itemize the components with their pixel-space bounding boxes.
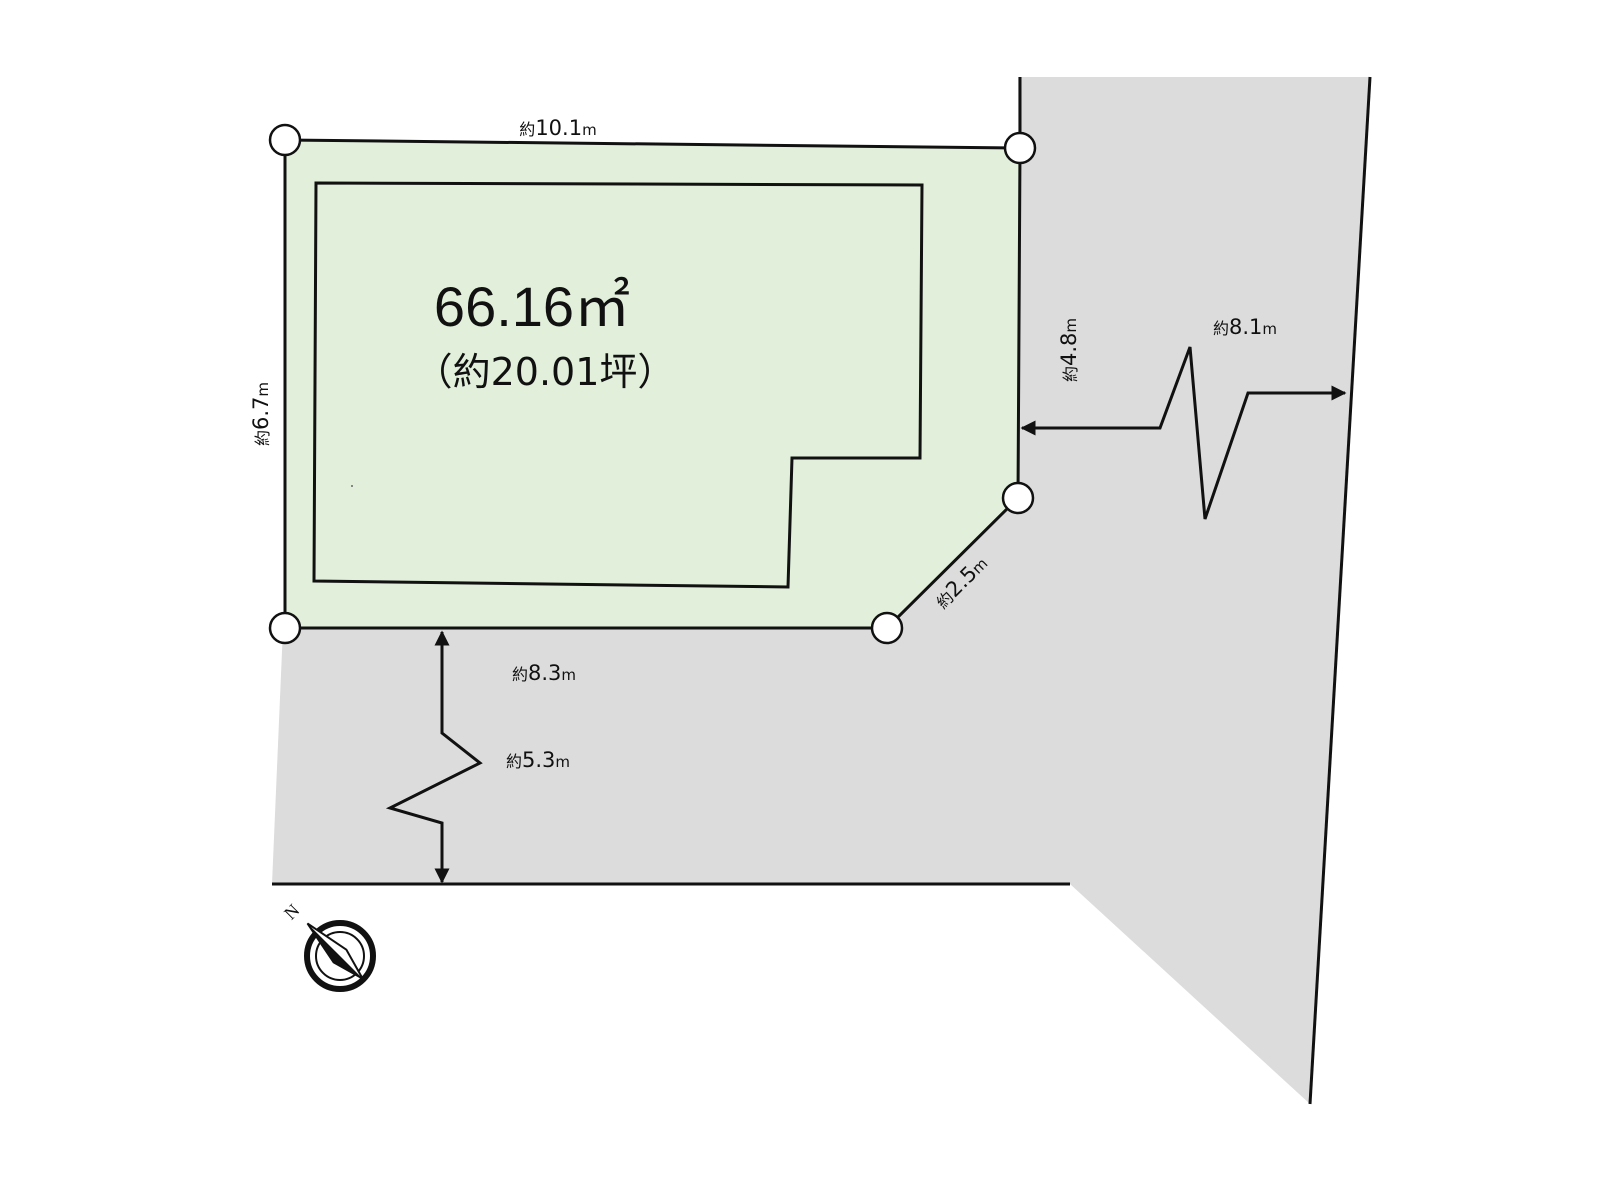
north-arrow-icon	[304, 920, 376, 992]
road-area	[272, 77, 1370, 1104]
boundary-marker	[1003, 131, 1037, 165]
dim-bottom: 約8.3m	[512, 661, 576, 685]
area-label: 66.16㎡	[434, 275, 630, 338]
dim-road-east: 約8.1m	[1213, 315, 1277, 339]
road-width-east-indicator	[1020, 346, 1347, 520]
stray-dot	[351, 485, 353, 487]
building-outline	[312, 181, 924, 589]
road-edge-east	[1308, 76, 1372, 1105]
boundary-markers	[268, 123, 1037, 645]
lot-boundary	[283, 138, 1022, 630]
boundary-marker	[268, 123, 302, 157]
dim-right: 約4.8m	[1057, 318, 1081, 382]
north-label: N	[280, 900, 303, 923]
dim-left: 約6.7m	[249, 382, 273, 446]
area-value: 66.16	[434, 275, 574, 338]
boundary-marker	[268, 611, 302, 645]
road-width-south-indicator	[385, 630, 483, 884]
area-unit: ㎡	[574, 275, 630, 338]
area-tsubo: （約20.01坪）	[415, 350, 676, 394]
boundary-marker	[870, 611, 904, 645]
dim-top: 約10.1m	[519, 116, 596, 140]
dim-road-south: 約5.3m	[506, 748, 570, 772]
boundary-marker	[1001, 481, 1035, 515]
